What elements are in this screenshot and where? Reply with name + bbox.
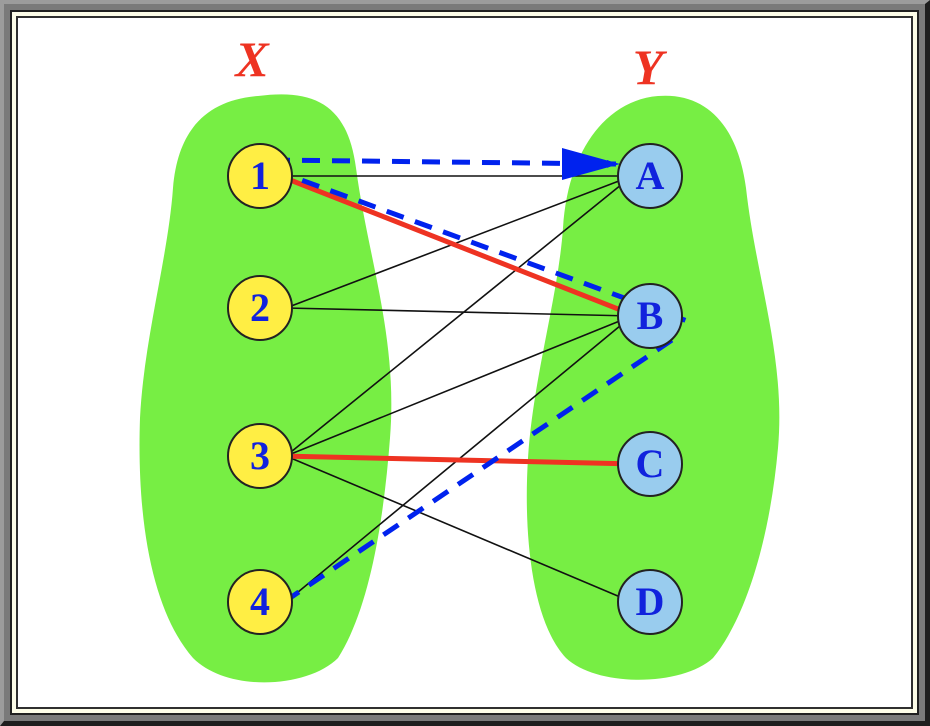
set-y-label: Y xyxy=(633,39,668,95)
y-node-A: A xyxy=(617,143,683,209)
y-node-label-C: C xyxy=(636,441,665,486)
y-node-label-A: A xyxy=(636,153,665,198)
x-node-circle-1 xyxy=(227,143,293,209)
edge-plain-3-D xyxy=(285,455,633,603)
y-node-D: D xyxy=(617,569,683,635)
y-node-label-D: D xyxy=(636,579,665,624)
x-node-label-2: 2 xyxy=(250,285,270,330)
edge-plain-2-A xyxy=(285,175,633,309)
edge-dashed-1-A xyxy=(271,157,617,168)
x-node-1: 1 xyxy=(227,143,293,209)
edge-matched-3-C xyxy=(279,453,637,467)
x-node-label-4: 4 xyxy=(250,579,270,624)
x-node-circle-4 xyxy=(227,569,293,635)
y-node-circle-D xyxy=(617,569,683,635)
set-y-region xyxy=(526,95,780,680)
frame-inner-border: X Y 1 2 3 4 A B C D xyxy=(10,10,919,715)
y-node-circle-A xyxy=(617,143,683,209)
y-node-circle-C xyxy=(617,431,683,497)
set-blobs xyxy=(139,94,780,683)
y-node-C: C xyxy=(617,431,683,497)
y-node-label-B: B xyxy=(637,293,664,338)
x-node-label-3: 3 xyxy=(250,433,270,478)
nodes: 1 2 3 4 A B C D xyxy=(227,143,683,635)
edge-dashed-1-B xyxy=(273,167,691,325)
x-node-circle-2 xyxy=(227,275,293,341)
x-node-2: 2 xyxy=(227,275,293,341)
edge-plain-2-B xyxy=(285,307,633,317)
arrowhead-1-A xyxy=(562,148,620,180)
y-node-circle-B xyxy=(617,283,683,349)
bipartite-graph: X Y 1 2 3 4 A B C D xyxy=(139,31,780,683)
x-node-circle-3 xyxy=(227,423,293,489)
x-node-4: 4 xyxy=(227,569,293,635)
y-node-B: B xyxy=(617,283,683,349)
x-node-3: 3 xyxy=(227,423,293,489)
edges xyxy=(271,148,691,605)
edge-dashed-4-B xyxy=(282,337,674,605)
edge-plain-3-B xyxy=(285,315,633,457)
diagram-canvas: X Y 1 2 3 4 A B C D xyxy=(16,16,913,709)
set-x-label: X xyxy=(233,31,270,87)
edge-matched-1-B xyxy=(279,173,637,319)
x-node-label-1: 1 xyxy=(250,153,270,198)
edge-plain-3-A xyxy=(285,175,633,457)
set-x-region xyxy=(139,94,392,683)
